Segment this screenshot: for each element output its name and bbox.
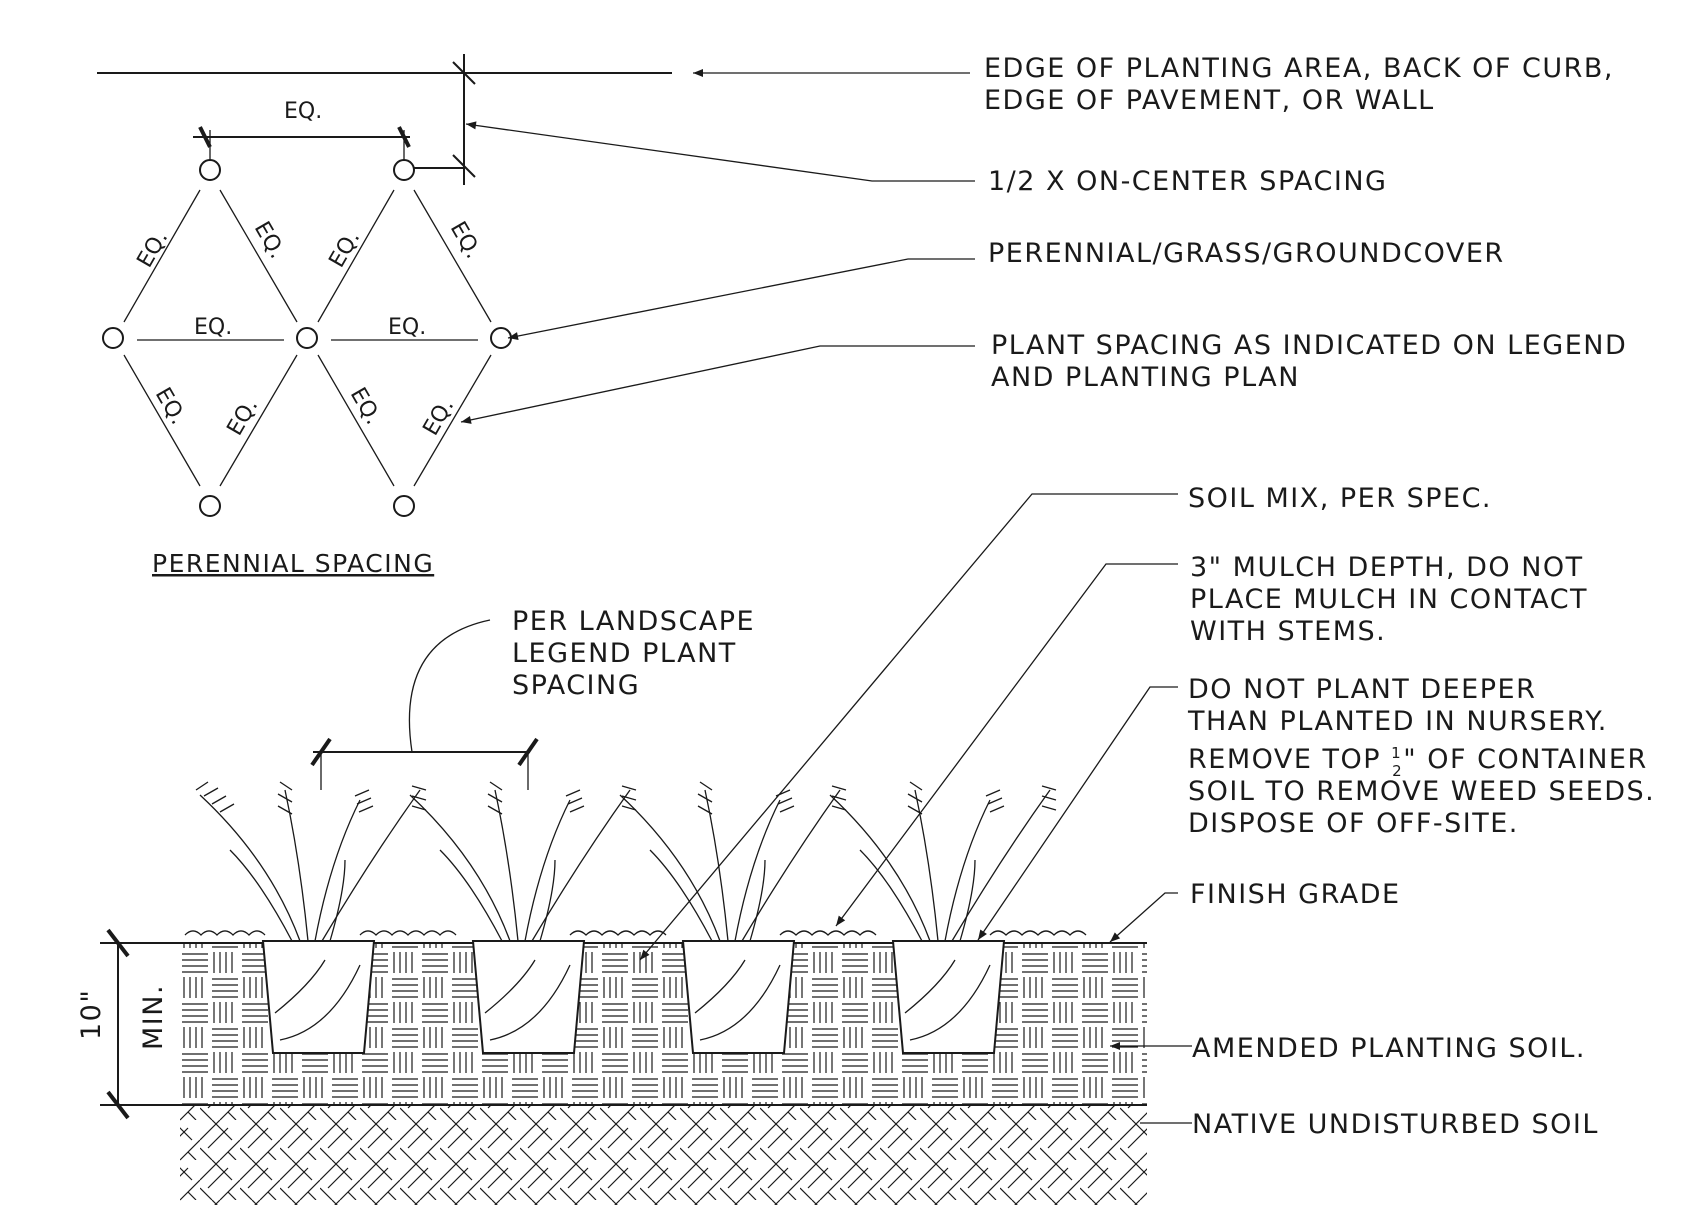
top-leaders xyxy=(460,69,975,424)
grass-plant xyxy=(619,781,847,942)
grass-plant xyxy=(409,781,637,942)
planting-section: PER LANDSCAPE LEGEND PLANT SPACING 10" M… xyxy=(76,606,1147,1205)
mulch-label-2: PLACE MULCH IN CONTACT xyxy=(1190,584,1588,615)
remove-note-3: DISPOSE OF OFF-SITE. xyxy=(1188,808,1519,839)
grass-plant xyxy=(829,781,1057,942)
per-landscape-label-2: LEGEND PLANT xyxy=(512,638,737,669)
plant-spacing-label-2: AND PLANTING PLAN xyxy=(991,362,1300,393)
plant-circle xyxy=(102,327,124,349)
eq-label-top: EQ. xyxy=(284,99,322,124)
half-spacing-label: 1/2 X ON-CENTER SPACING xyxy=(988,166,1387,197)
eq-label: EQ. xyxy=(249,217,290,263)
callout-text: EDGE OF PLANTING AREA, BACK OF CURB, EDG… xyxy=(984,53,1655,1140)
plant-circle xyxy=(296,327,318,349)
plant-circle xyxy=(393,495,415,517)
eq-label: EQ. xyxy=(388,315,426,340)
min-label: MIN. xyxy=(138,984,169,1050)
perennial-label: PERENNIAL/GRASS/GROUNDCOVER xyxy=(988,238,1505,269)
perennial-spacing-title: PERENNIAL SPACING xyxy=(152,549,434,578)
plant-circle xyxy=(393,159,415,181)
native-soil-label: NATIVE UNDISTURBED SOIL xyxy=(1192,1109,1599,1140)
fraction-numerator: 1 xyxy=(1391,744,1402,762)
eq-label: EQ. xyxy=(419,394,460,440)
eq-label: EQ. xyxy=(223,394,264,440)
depth-note-1: DO NOT PLANT DEEPER xyxy=(1188,674,1536,705)
remove-note-1b: " OF CONTAINER xyxy=(1403,744,1648,775)
container-pot xyxy=(471,940,586,1054)
amended-soil-label: AMENDED PLANTING SOIL. xyxy=(1192,1033,1586,1064)
remove-note-1a: REMOVE TOP xyxy=(1188,744,1391,775)
eq-label: EQ. xyxy=(445,217,486,263)
grass-plant xyxy=(195,781,427,942)
eq-label: EQ. xyxy=(150,383,191,429)
mulch-label-3: WITH STEMS. xyxy=(1190,616,1386,647)
container-pot xyxy=(261,940,376,1054)
edge-label-1: EDGE OF PLANTING AREA, BACK OF CURB, xyxy=(984,53,1614,84)
container-pot xyxy=(681,940,796,1054)
plant-spacing-label-1: PLANT SPACING AS INDICATED ON LEGEND xyxy=(991,330,1627,361)
mulch-label-1: 3" MULCH DEPTH, DO NOT xyxy=(1190,552,1584,583)
section-leaders xyxy=(639,493,1192,1124)
per-landscape-label-1: PER LANDSCAPE xyxy=(512,606,755,637)
plant-circle xyxy=(199,159,221,181)
soil-mix-label: SOIL MIX, PER SPEC. xyxy=(1188,483,1492,514)
plant-circle xyxy=(199,495,221,517)
fraction-denominator: 2 xyxy=(1392,762,1403,780)
container-pot xyxy=(891,940,1006,1054)
edge-label-2: EDGE OF PAVEMENT, OR WALL xyxy=(984,85,1435,116)
perennial-spacing-diagram: EQ. EQ. EQ. EQ. EQ. EQ. EQ. EQ. EQ. EQ. … xyxy=(97,54,672,578)
eq-label: EQ. xyxy=(133,226,174,272)
mulch-layer xyxy=(184,930,1087,936)
depth-label: 10" xyxy=(76,989,107,1040)
per-landscape-label-3: SPACING xyxy=(512,670,640,701)
eq-label: EQ. xyxy=(194,315,232,340)
depth-note-2: THAN PLANTED IN NURSERY. xyxy=(1187,706,1608,737)
remove-note-2: SOIL TO REMOVE WEED SEEDS. xyxy=(1188,776,1655,807)
eq-label: EQ. xyxy=(345,383,386,429)
finish-grade-label: FINISH GRADE xyxy=(1190,879,1401,910)
eq-label: EQ. xyxy=(325,226,366,272)
